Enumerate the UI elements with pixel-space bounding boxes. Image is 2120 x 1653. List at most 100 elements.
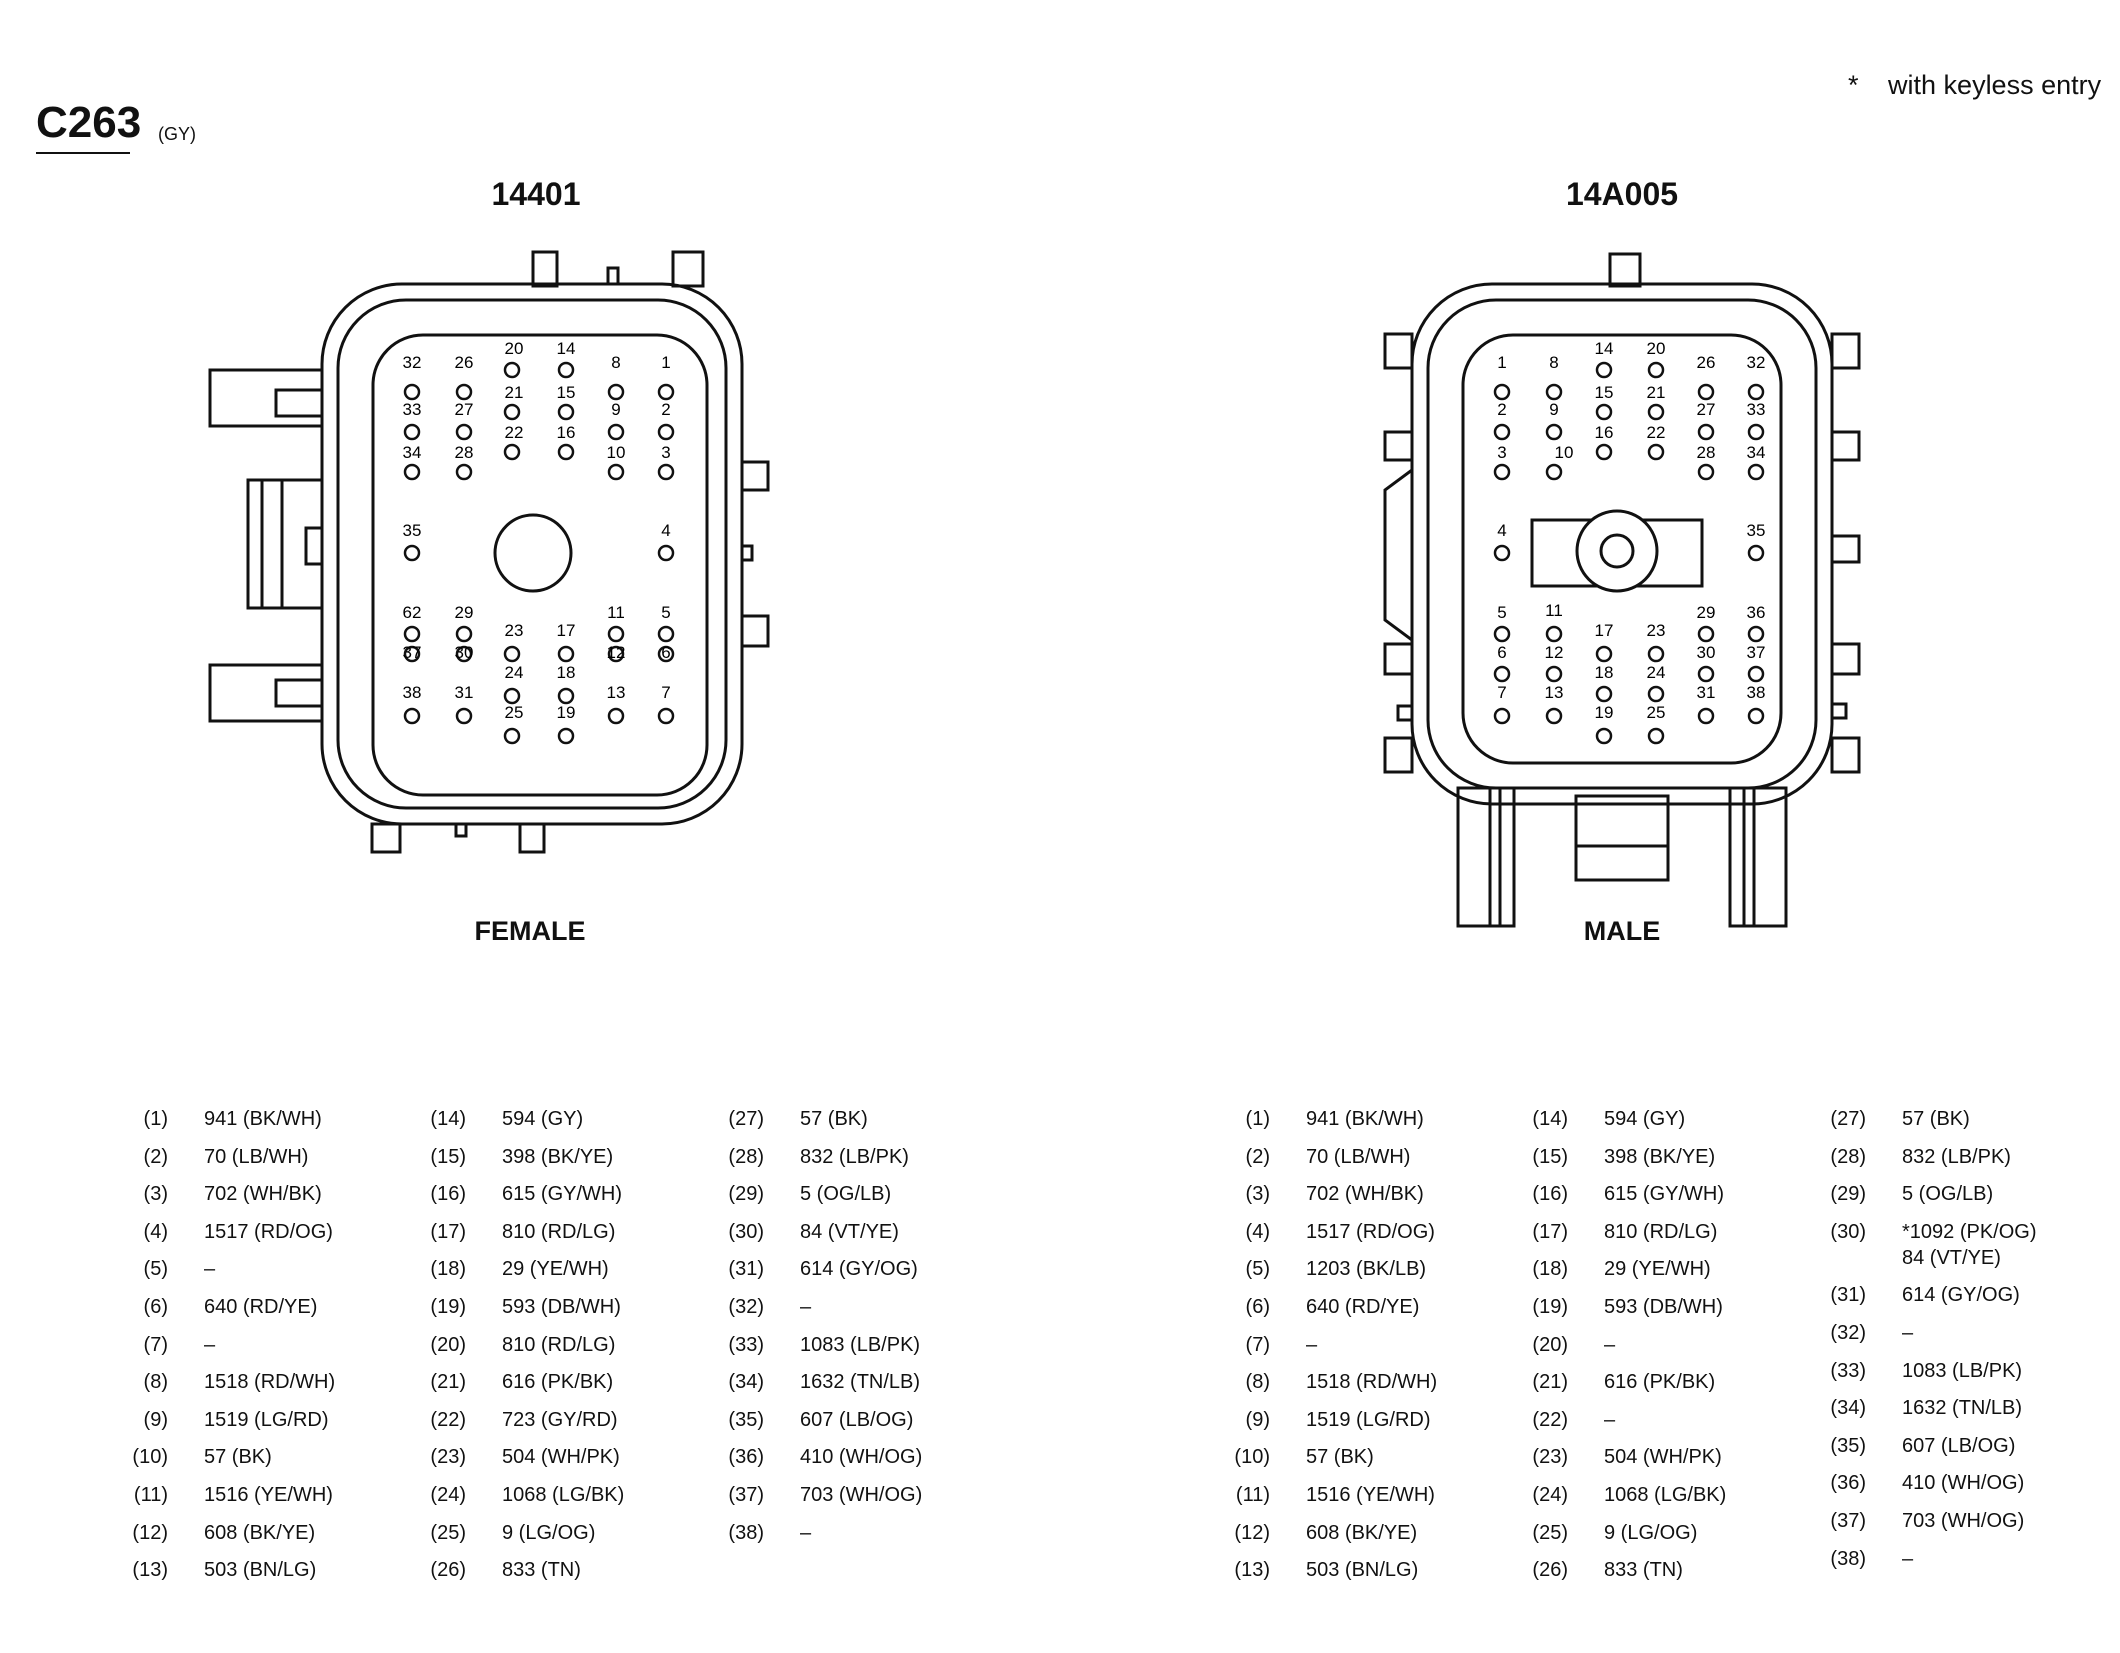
pinout-circuit: 410 (WH/OG) [1902,1472,2025,1495]
right-pin-label: 25 [1647,703,1666,722]
pinout-pin-number: (11) [133,1484,168,1506]
male-part-number: 14A005 [1565,176,1679,212]
pinout-pin-number: (17) [430,1220,466,1243]
right-pin-hole [1493,463,1511,481]
pinout-circuit: 1517 (RD/OG) [1306,1220,1435,1243]
right-pin-hole [1545,625,1563,643]
pinout-pin-number: (7) [1245,1333,1270,1356]
right-pin-label: 24 [1647,663,1666,682]
pinout-pin-number: (24) [430,1484,466,1506]
pinout-pin-number: (38) [1830,1547,1866,1570]
pinout-circuit: 941 (BK/WH) [204,1108,322,1130]
pinout-pin-number: (2) [1245,1145,1270,1168]
pinout-circuit: 1083 (LB/PK) [800,1333,921,1356]
right-pin-hole [1747,423,1765,441]
pinout-circuit: 1632 (TN/LB) [1902,1397,2023,1420]
right-pin-label: 32 [1747,353,1766,372]
right-pin-label: 38 [1747,683,1766,702]
left-pin-label: 29 [455,603,474,622]
pinout-circuit: 702 (WH/BK) [1306,1183,1424,1206]
right-pin-label: 12 [1545,643,1564,662]
left-pin-hole [657,383,675,401]
left-pin-label: 30 [455,643,474,662]
left-pin-label: 15 [557,383,576,402]
right-pin-hole [1697,463,1715,481]
right-pin-label: 5 [1497,603,1506,622]
left-pin-hole [657,645,675,663]
pinout-pin-number: (36) [1830,1472,1866,1495]
right-pin-hole [1697,625,1715,643]
pinout-pin-number: (10) [1234,1446,1270,1469]
right-pin-label: 27 [1697,400,1716,419]
pinout-circuit: 57 (BK) [204,1446,272,1469]
right-pin-label: 7 [1497,683,1506,702]
pinout-circuit: 410 (WH/OG) [800,1446,923,1469]
pinout-circuit: – [1306,1333,1318,1356]
pinout-circuit: 594 (GY) [502,1108,584,1130]
right-pin-hole [1747,707,1765,725]
left-pin-label: 9 [611,400,620,419]
right-pin-hole [1647,403,1665,421]
pinout-circuit: 504 (WH/PK) [502,1446,620,1469]
pinout-circuit: – [204,1258,216,1281]
right-pin-label: 2 [1497,400,1506,419]
right-pin-hole [1493,665,1511,683]
pinout-pin-number: (8) [1245,1371,1270,1394]
pinout-circuit: 1519 (LG/RD) [1306,1408,1431,1431]
pinout-circuit: 1517 (RD/OG) [204,1220,333,1243]
left-pin-label: 21 [505,383,524,402]
footnote-marker: * [1848,70,1859,100]
pinout-pin-number: (32) [728,1296,764,1318]
pinout-circuit: 607 (LB/OG) [800,1408,914,1431]
pinout-circuit: 615 (GY/WH) [502,1183,623,1206]
pinout-circuit: 616 (PK/BK) [502,1371,614,1394]
right-pin-label: 19 [1595,703,1614,722]
left-pin-hole [557,645,575,663]
pinout-pin-number: (26) [1532,1559,1568,1582]
pinout-circuit: 9 (LG/OG) [1604,1521,1698,1544]
female-label: FEMALE [474,916,586,946]
pinout-circuit: – [1902,1547,1914,1570]
right-pin-hole [1595,727,1613,745]
right-pin-label: 13 [1545,683,1564,702]
right-pin-label: 9 [1549,400,1558,419]
pinout-pin-number: (28) [1830,1145,1866,1168]
pinout-circuit: 608 (BK/YE) [204,1521,316,1544]
left-pin-hole [403,383,421,401]
left-pin-hole [503,403,521,421]
left-pin-hole [657,463,675,481]
pinout-pin-number: (11) [1235,1484,1270,1506]
pinout-circuit: 1516 (YE/WH) [204,1484,333,1506]
pinout-pin-number: (15) [430,1145,466,1168]
left-pin-label: 22 [505,423,524,442]
pinout-pin-number: (1) [143,1108,168,1130]
left-pin-hole [607,463,625,481]
left-pin-hole [557,727,575,745]
pinout-pin-number: (10) [132,1446,168,1469]
left-pin-hole [607,707,625,725]
pinout-circuit: 503 (BN/LG) [1306,1559,1419,1582]
left-pin-hole [657,544,675,562]
pinout-circuit: 810 (RD/LG) [1604,1220,1718,1243]
pinout-circuit: 9 (LG/OG) [502,1521,596,1544]
left-pin-label: 10 [607,443,626,462]
right-pin-hole [1647,685,1665,703]
pinout-pin-number: (12) [132,1521,168,1544]
pinout-pin-number: (19) [430,1296,466,1318]
pinout-circuit: 1203 (BK/LB) [1306,1258,1427,1281]
pinout-pin-number: (37) [728,1484,764,1506]
left-pin-label: 5 [661,603,670,622]
right-pin-hole [1545,665,1563,683]
pinout-circuit: 723 (GY/RD) [502,1408,618,1431]
pinout-circuit: 616 (PK/BK) [1604,1371,1716,1394]
pinout-pin-number: (29) [728,1183,764,1206]
pinout-pin-number: (21) [1532,1371,1568,1394]
pinout-pin-number: (16) [430,1183,466,1206]
pinout-pin-number: (20) [1532,1333,1568,1356]
pinout-pin-number: (13) [1234,1559,1270,1582]
right-pin-hole [1747,665,1765,683]
pinout-pin-number: (25) [1532,1521,1568,1544]
connector-id: C263 [36,98,142,147]
